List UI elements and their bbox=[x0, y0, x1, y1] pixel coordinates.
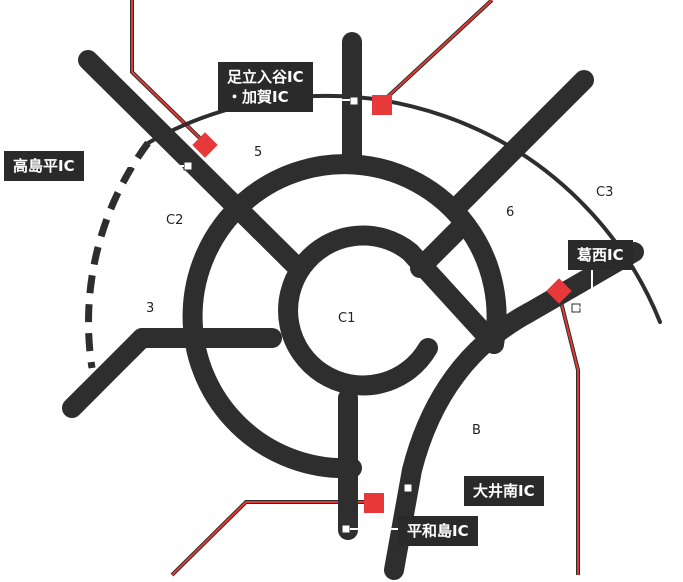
route-3 bbox=[62, 328, 282, 418]
marker-icon-adachi bbox=[372, 95, 392, 115]
node-takashimadaira bbox=[183, 161, 193, 171]
label-c3: C3 bbox=[596, 185, 613, 200]
route-b bbox=[384, 242, 644, 580]
railway-north-inner bbox=[131, 0, 211, 149]
label-route-3: 3 bbox=[146, 301, 154, 316]
marker-icon-heiwajima bbox=[364, 493, 384, 513]
route-c1 bbox=[278, 225, 504, 396]
ic-label-adachi-line2: ・加賀IC bbox=[227, 88, 289, 106]
ic-label-takashimadaira: 高島平IC bbox=[4, 151, 84, 181]
ic-label-adachi-line1: 足立入谷IC bbox=[227, 68, 304, 86]
label-route-6: 6 bbox=[506, 205, 514, 220]
label-c1: C1 bbox=[338, 311, 355, 326]
expressway-roads bbox=[62, 32, 644, 580]
label-route-b: B bbox=[472, 423, 481, 438]
route-c3-dashed bbox=[85, 140, 151, 369]
marker-icon-kasai bbox=[546, 278, 572, 304]
ic-label-adachi-iriya: 足立入谷IC ・加賀IC bbox=[218, 62, 313, 112]
node-kasai bbox=[571, 303, 581, 313]
railway-lines bbox=[130, 0, 580, 577]
label-c2: C2 bbox=[166, 213, 183, 228]
route-5 bbox=[78, 50, 308, 278]
leader-kasai bbox=[579, 268, 593, 309]
route-6 bbox=[446, 70, 594, 218]
ic-label-kasai: 葛西IC bbox=[568, 240, 633, 270]
railway-south-inner bbox=[171, 501, 372, 576]
railway-east-inner bbox=[557, 289, 579, 575]
route-6-link bbox=[410, 216, 472, 278]
railway-northeast-inner bbox=[381, 0, 493, 103]
ic-label-heiwajima: 平和島IC bbox=[398, 516, 478, 546]
node-heiwajima bbox=[341, 524, 351, 534]
node-oi-minami bbox=[403, 483, 413, 493]
label-route-5: 5 bbox=[254, 145, 262, 160]
node-adachi bbox=[349, 96, 359, 106]
ic-label-oi-minami: 大井南IC bbox=[464, 476, 544, 506]
